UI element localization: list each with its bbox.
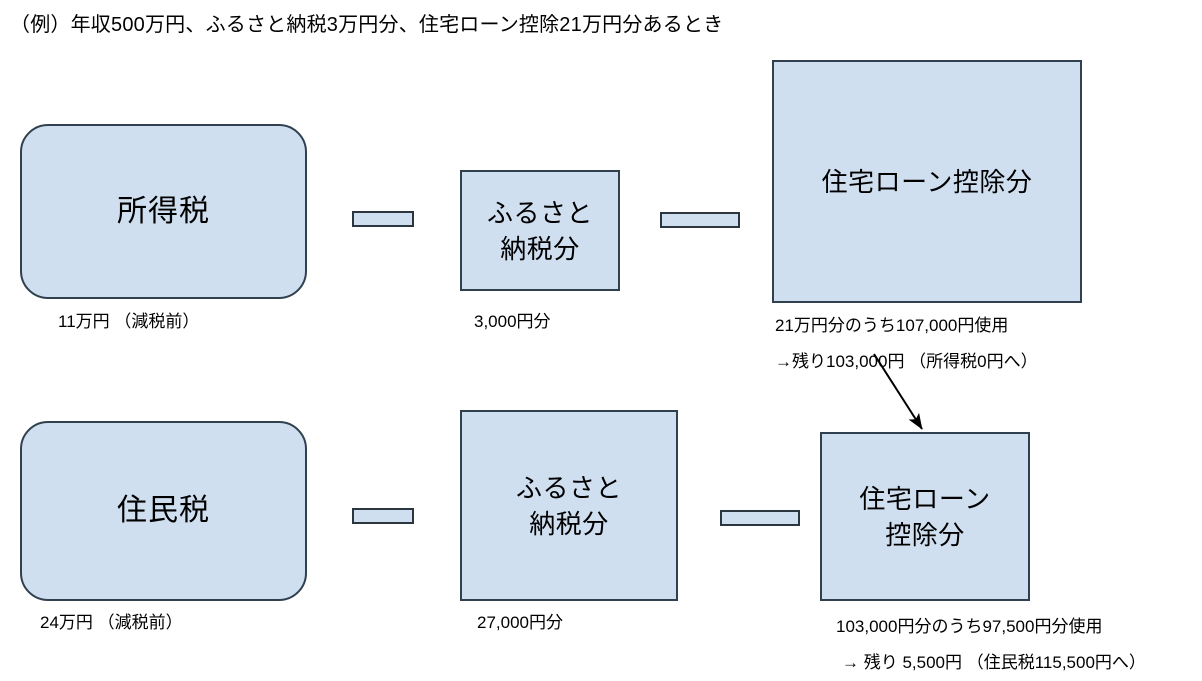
housing-loan-box-row2-label-line1: 住宅ローン xyxy=(859,483,991,514)
furusato-box-row2[interactable]: ふるさと 納税分 xyxy=(460,410,678,601)
furusato-box-row1-label-line1: ふるさと xyxy=(486,197,593,228)
housing-loan-caption-row1: 21万円分のうち107,000円使用 →残り103,000円 （所得税0円へ） xyxy=(775,308,1038,380)
housing-loan-caption-row2-line2: → 残り 5,500円 （住民税115,500円へ） xyxy=(842,653,1146,672)
minus-bar-icon-row2-a xyxy=(352,508,414,524)
income-tax-caption: 11万円 （減税前） xyxy=(58,312,200,331)
housing-loan-caption-row1-line1: 21万円分のうち107,000円使用 xyxy=(775,316,1009,335)
housing-loan-box-row2[interactable]: 住宅ローン 控除分 xyxy=(820,432,1030,601)
resident-tax-box-label: 住民税 xyxy=(117,494,210,527)
housing-loan-caption-row1-line2: →残り103,000円 （所得税0円へ） xyxy=(775,352,1038,371)
housing-loan-box-row1-label: 住宅ローン控除分 xyxy=(774,164,1080,200)
furusato-box-row2-label: ふるさと 納税分 xyxy=(462,470,676,542)
housing-loan-caption-row2: 103,000円分のうち97,500円分使用 → 残り 5,500円 （住民税1… xyxy=(836,609,1146,681)
resident-tax-caption: 24万円 （減税前） xyxy=(40,613,183,632)
minus-bar-icon-row1-a xyxy=(352,211,414,227)
furusato-caption-row2: 27,000円分 xyxy=(477,613,563,632)
housing-loan-box-row2-label: 住宅ローン 控除分 xyxy=(822,481,1028,553)
minus-bar-icon-row1-b xyxy=(660,212,740,228)
furusato-box-row2-label-line2: 納税分 xyxy=(529,508,609,539)
furusato-box-row1[interactable]: ふるさと 納税分 xyxy=(460,170,620,291)
page-title: （例）年収500万円、ふるさと納税3万円分、住宅ローン控除21万円分あるとき xyxy=(10,14,724,36)
furusato-box-row2-label-line1: ふるさと xyxy=(515,472,622,503)
income-tax-box[interactable]: 所得税 xyxy=(20,124,307,299)
housing-loan-caption-row2-line1: 103,000円分のうち97,500円分使用 xyxy=(836,617,1103,636)
furusato-box-row1-label-line2: 納税分 xyxy=(500,233,580,264)
minus-bar-icon-row2-b xyxy=(720,510,800,526)
furusato-box-row1-label: ふるさと 納税分 xyxy=(462,195,618,267)
furusato-caption-row1: 3,000円分 xyxy=(474,312,551,331)
resident-tax-box[interactable]: 住民税 xyxy=(20,421,307,601)
housing-loan-box-row2-label-line2: 控除分 xyxy=(885,519,965,550)
housing-loan-box-row1[interactable]: 住宅ローン控除分 xyxy=(772,60,1082,303)
housing-loan-box-row1-label-line1: 住宅ローン控除分 xyxy=(821,166,1033,197)
income-tax-box-label: 所得税 xyxy=(117,194,210,228)
